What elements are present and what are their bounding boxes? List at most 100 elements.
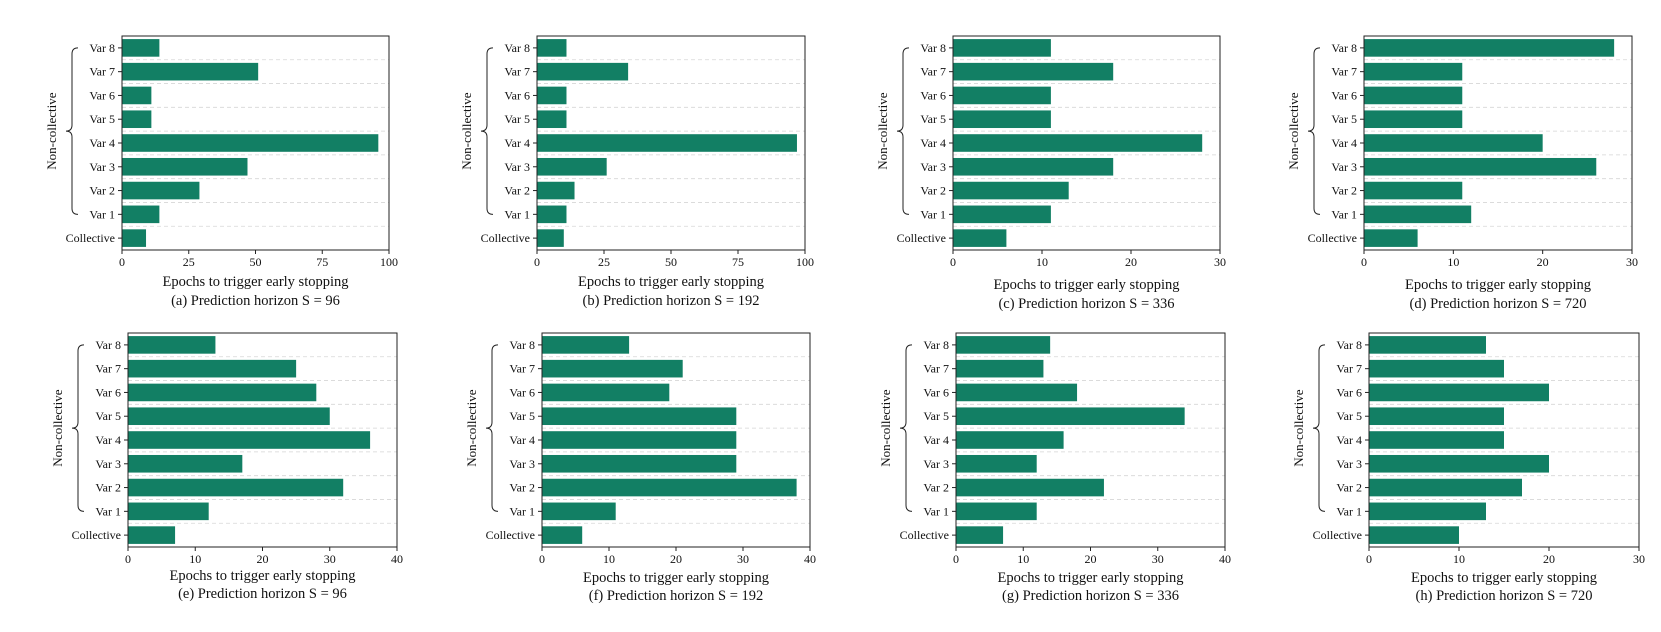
y-tick-label: Collective: [900, 528, 949, 542]
group-label: Non-collective: [50, 389, 65, 466]
bar-var-3: [128, 454, 243, 473]
x-tick-label: 75: [732, 255, 744, 269]
x-axis-title: Epochs to trigger early stopping: [1405, 277, 1591, 293]
y-tick-label: Var 5: [920, 112, 946, 126]
y-tick-label: Var 4: [920, 136, 946, 150]
x-axis-title: Epochs to trigger early stopping: [162, 274, 348, 290]
y-tick-label: Var 4: [504, 136, 530, 150]
bar-var-3: [953, 157, 1114, 176]
bar-collective: [122, 229, 147, 247]
x-tick-label: 20: [1537, 255, 1549, 269]
bar-var-8: [542, 336, 630, 354]
y-tick-label: Var 3: [1331, 160, 1357, 174]
bar-var-2: [122, 181, 200, 200]
y-tick-label: Var 6: [95, 385, 121, 399]
bar-var-5: [122, 110, 152, 129]
y-tick-label: Var 4: [923, 433, 949, 447]
x-tick-label: 40: [804, 552, 816, 566]
y-tick-label: Var 5: [89, 112, 115, 126]
x-axis-title: Epochs to trigger early stopping: [583, 570, 769, 586]
bar-var-8: [1369, 336, 1486, 354]
bar-var-1: [1364, 205, 1472, 224]
y-tick-label: Var 7: [923, 362, 949, 376]
y-tick-label: Var 2: [1331, 184, 1357, 198]
group-label: Non-collective: [464, 389, 479, 466]
x-tick-label: 10: [189, 552, 201, 566]
y-tick-label: Var 6: [509, 385, 535, 399]
bar-var-7: [542, 359, 683, 378]
y-tick-label: Var 1: [504, 207, 530, 221]
bar-var-3: [537, 157, 607, 176]
x-tick-label: 30: [324, 552, 336, 566]
y-tick-label: Var 7: [89, 65, 115, 79]
bar-collective: [953, 229, 1007, 247]
y-tick-label: Var 7: [509, 362, 535, 376]
y-tick-label: Var 4: [95, 433, 121, 447]
bar-var-8: [1364, 39, 1615, 57]
bar-var-6: [537, 86, 567, 105]
bar-var-1: [542, 502, 616, 521]
x-tick-label: 20: [1125, 255, 1137, 269]
y-tick-label: Var 1: [1331, 207, 1357, 221]
bar-var-6: [953, 86, 1051, 105]
x-tick-label: 100: [380, 255, 398, 269]
bar-var-3: [1364, 157, 1597, 176]
y-tick-label: Collective: [481, 231, 530, 245]
bar-var-4: [956, 431, 1064, 449]
group-brace: [65, 47, 79, 215]
panel-caption: (g) Prediction horizon S = 336: [1002, 588, 1179, 604]
bar-var-7: [953, 62, 1114, 81]
panel-caption: (a) Prediction horizon S = 96: [171, 293, 340, 309]
bar-var-6: [956, 383, 1078, 402]
bar-var-2: [128, 478, 344, 497]
bar-var-4: [122, 134, 379, 152]
y-tick-label: Collective: [897, 231, 946, 245]
bar-var-7: [537, 62, 629, 81]
x-tick-label: 10: [1017, 552, 1029, 566]
x-tick-label: 30: [1214, 255, 1226, 269]
y-tick-label: Collective: [486, 528, 535, 542]
y-tick-label: Var 1: [95, 504, 121, 518]
x-tick-label: 25: [183, 255, 195, 269]
bar-var-2: [537, 181, 575, 200]
y-tick-label: Var 3: [95, 457, 121, 471]
bar-var-5: [956, 407, 1185, 426]
x-axis-title: Epochs to trigger early stopping: [993, 277, 1179, 293]
y-tick-label: Var 3: [1336, 457, 1362, 471]
bar-var-4: [537, 134, 797, 152]
bar-var-7: [1364, 62, 1463, 81]
x-tick-label: 30: [1633, 552, 1645, 566]
bar-collective: [956, 526, 1004, 544]
bar-var-2: [956, 478, 1104, 497]
bar-var-5: [542, 407, 737, 426]
y-tick-label: Var 5: [923, 409, 949, 423]
bar-var-8: [956, 336, 1051, 354]
bar-var-8: [537, 39, 567, 57]
y-tick-label: Var 1: [89, 207, 115, 221]
x-tick-label: 50: [250, 255, 262, 269]
x-tick-label: 0: [534, 255, 540, 269]
x-tick-label: 100: [796, 255, 814, 269]
x-tick-label: 30: [1152, 552, 1164, 566]
panel-caption: (f) Prediction horizon S = 192: [589, 588, 764, 604]
y-tick-label: Var 8: [923, 338, 949, 352]
y-tick-label: Var 6: [89, 88, 115, 102]
bar-collective: [1369, 526, 1459, 544]
bar-var-6: [1369, 383, 1549, 402]
bar-var-5: [537, 110, 567, 129]
bar-var-1: [1369, 502, 1486, 521]
group-label: Non-collective: [1286, 92, 1301, 169]
x-tick-label: 40: [1219, 552, 1231, 566]
group-label: Non-collective: [459, 92, 474, 169]
y-tick-label: Var 4: [509, 433, 535, 447]
group-brace: [899, 344, 913, 512]
bar-var-4: [128, 431, 371, 449]
group-brace: [1307, 47, 1321, 215]
bar-var-4: [1369, 431, 1504, 449]
x-axis-title: Epochs to trigger early stopping: [169, 568, 355, 584]
y-tick-label: Var 1: [509, 504, 535, 518]
y-tick-label: Var 7: [1331, 65, 1357, 79]
bar-var-2: [1369, 478, 1522, 497]
